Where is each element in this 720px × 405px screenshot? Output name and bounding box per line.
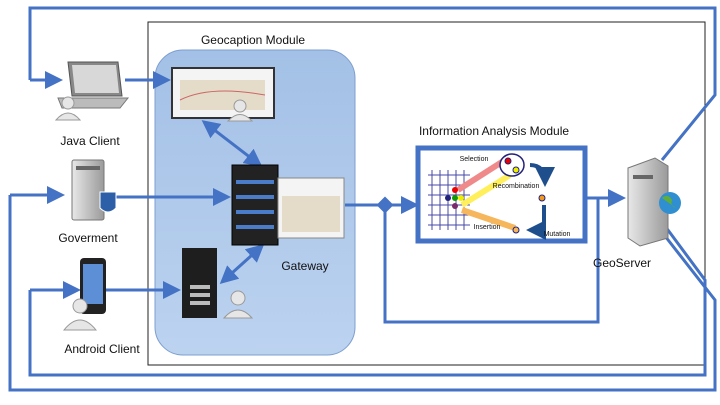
coat-of-arms-icon bbox=[99, 191, 117, 213]
java-loop-line bbox=[28, 6, 717, 161]
android-loop-line bbox=[28, 225, 707, 377]
selection-label: Selection bbox=[459, 156, 489, 163]
user-icon bbox=[222, 290, 254, 319]
system-frame bbox=[147, 21, 706, 366]
user-icon bbox=[226, 99, 254, 122]
mutation-label: Mutation bbox=[543, 231, 571, 238]
connectors bbox=[8, 6, 717, 392]
globe-icon bbox=[659, 192, 681, 214]
java-client-label: Java Client bbox=[60, 134, 120, 148]
web-app-screenshot bbox=[277, 177, 345, 239]
government-loop-line bbox=[8, 195, 717, 392]
server-icon bbox=[71, 159, 105, 221]
geocaption-module-title: Geocaption Module bbox=[200, 33, 306, 47]
geoserver-icon bbox=[627, 157, 669, 247]
laptop-icon bbox=[57, 61, 130, 109]
gateway-label: Gateway bbox=[281, 259, 329, 273]
android-app-screenshot bbox=[182, 248, 217, 318]
decision-diamond bbox=[376, 196, 394, 214]
insertion-label: Insertion bbox=[473, 224, 501, 231]
gateway-server-icon bbox=[231, 164, 279, 246]
analysis-module-title: Information Analysis Module bbox=[418, 124, 570, 138]
government-label: Goverment bbox=[58, 231, 118, 245]
android-client-label: Android Client bbox=[64, 342, 140, 356]
user-icon bbox=[62, 298, 98, 331]
desktop-app-screenshot bbox=[171, 67, 275, 119]
user-icon bbox=[54, 96, 82, 121]
geoserver-label: GeoServer bbox=[592, 256, 652, 270]
smartphone-icon bbox=[80, 258, 106, 314]
recombination-label: Recombination bbox=[492, 183, 540, 190]
genetic-algorithm-graphic bbox=[428, 153, 555, 240]
